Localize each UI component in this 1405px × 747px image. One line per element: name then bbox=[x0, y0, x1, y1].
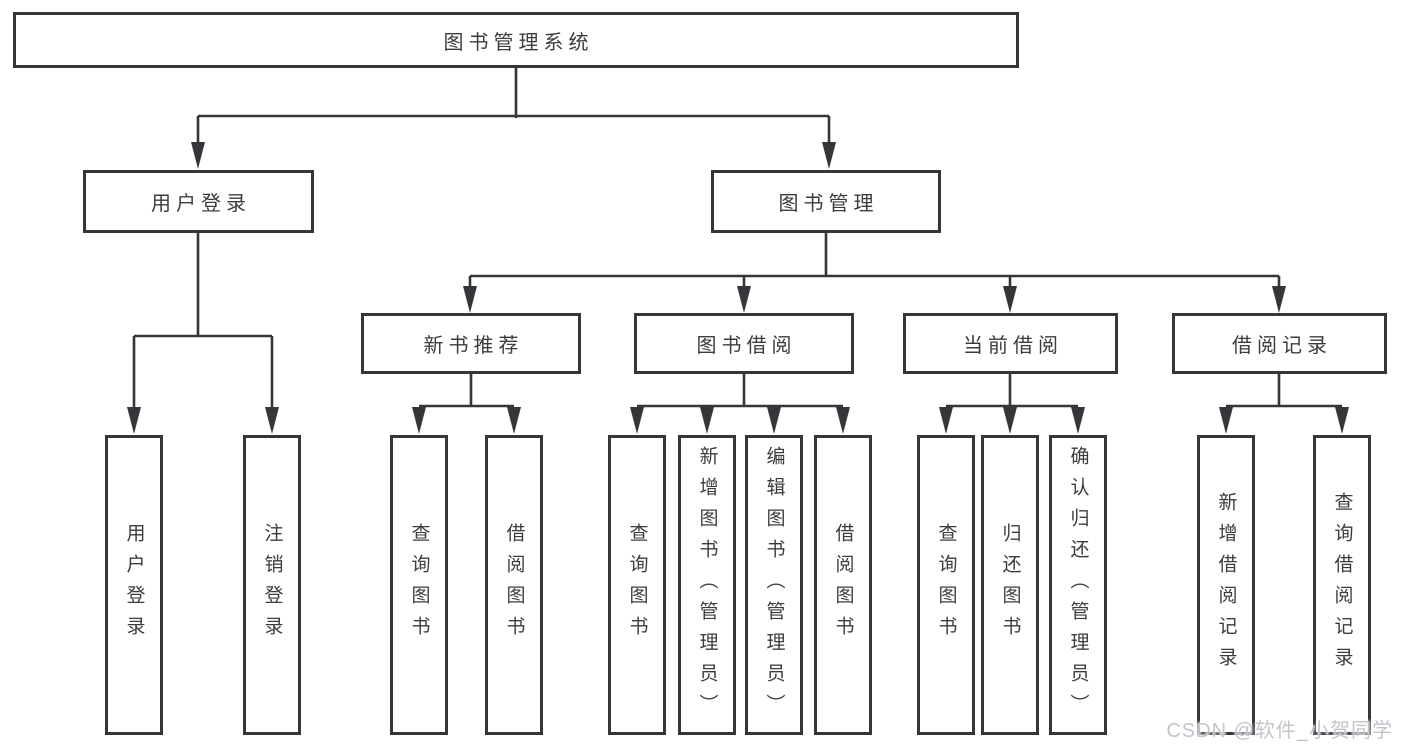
node-label: 当前借阅 bbox=[963, 335, 1063, 357]
node-label: 注销登录 bbox=[261, 523, 283, 647]
node-book-management: 图书管理 bbox=[711, 170, 941, 233]
node-label: 归还图书 bbox=[999, 523, 1021, 647]
node-label: 确认归还（管理员） bbox=[1067, 445, 1089, 725]
leaf-edit-book-admin: 编辑图书（管理员） bbox=[745, 435, 803, 735]
node-label: 图书管理 bbox=[778, 193, 879, 215]
node-library-system: 图书管理系统 bbox=[13, 12, 1019, 68]
leaf-return-books: 归还图书 bbox=[981, 435, 1039, 735]
node-label: 查询图书 bbox=[408, 523, 430, 647]
node-label: 借阅记录 bbox=[1232, 335, 1332, 357]
leaf-user-login: 用户登录 bbox=[105, 435, 163, 735]
node-borrowing-records: 借阅记录 bbox=[1172, 313, 1387, 374]
node-label: 借阅图书 bbox=[503, 523, 525, 647]
node-label: 新增图书（管理员） bbox=[696, 445, 718, 725]
node-label: 图书借阅 bbox=[696, 335, 797, 357]
node-new-book-recommendation: 新书推荐 bbox=[361, 313, 581, 374]
leaf-query-books-recommend: 查询图书 bbox=[390, 435, 448, 735]
node-label: 新书推荐 bbox=[423, 335, 524, 357]
node-label: 查询图书 bbox=[626, 523, 648, 647]
node-label: 用户登录 bbox=[123, 523, 145, 647]
node-user-login: 用户登录 bbox=[83, 170, 314, 233]
leaf-borrow-books-borrowing: 借阅图书 bbox=[814, 435, 872, 735]
leaf-borrow-books-recommend: 借阅图书 bbox=[485, 435, 543, 735]
node-label: 图书管理系统 bbox=[443, 31, 594, 54]
node-label: 编辑图书（管理员） bbox=[763, 445, 785, 725]
leaf-add-book-admin: 新增图书（管理员） bbox=[678, 435, 736, 735]
leaf-query-books-current: 查询图书 bbox=[917, 435, 975, 735]
node-book-borrowing: 图书借阅 bbox=[634, 313, 854, 374]
node-current-borrowing: 当前借阅 bbox=[903, 313, 1118, 374]
node-label: 新增借阅记录 bbox=[1215, 492, 1237, 678]
watermark: CSDN @软件_小贺同学 bbox=[1166, 720, 1393, 742]
node-label: 用户登录 bbox=[151, 193, 251, 215]
node-label: 查询借阅记录 bbox=[1331, 492, 1353, 678]
leaf-add-borrow-record: 新增借阅记录 bbox=[1197, 435, 1255, 735]
node-label: 借阅图书 bbox=[832, 523, 854, 647]
leaf-logout: 注销登录 bbox=[243, 435, 301, 735]
leaf-query-borrow-record: 查询借阅记录 bbox=[1313, 435, 1371, 735]
node-label: 查询图书 bbox=[935, 523, 957, 647]
leaf-query-books-borrowing: 查询图书 bbox=[608, 435, 666, 735]
leaf-confirm-return-admin: 确认归还（管理员） bbox=[1049, 435, 1107, 735]
